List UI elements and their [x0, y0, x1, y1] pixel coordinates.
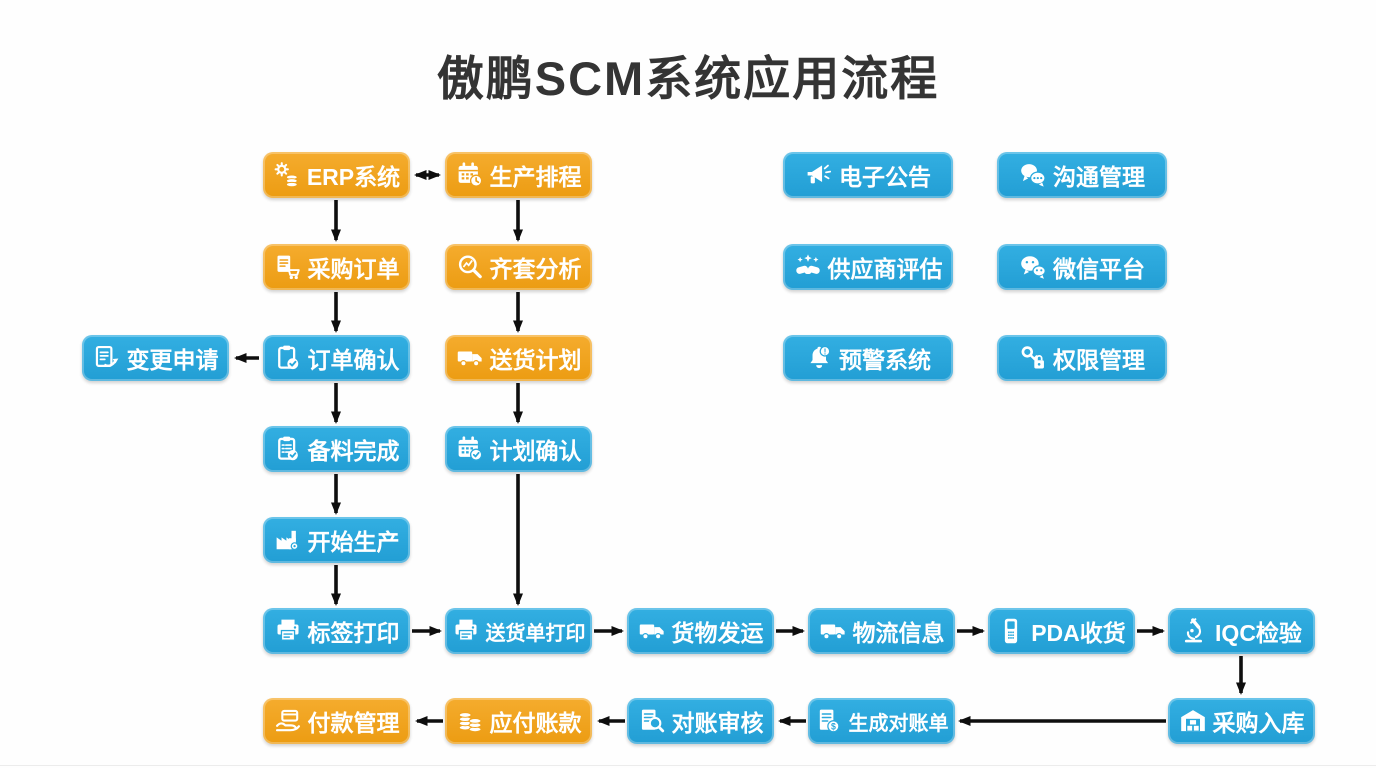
- node-label: 供应商评估: [827, 256, 943, 282]
- node-label: 变更申请: [126, 347, 219, 373]
- node-accounts-payable: 应付账款: [445, 698, 592, 744]
- node-erp-system: ERP系统: [263, 152, 410, 198]
- node-delivery-plan: 送货计划: [445, 335, 592, 381]
- node-label: PDA收货: [1031, 620, 1126, 646]
- calendar-clock-icon: [456, 161, 484, 189]
- handheld-scanner-icon: [997, 617, 1025, 645]
- node-label: 计划确认: [489, 438, 582, 464]
- node-label: 货物发运: [671, 620, 764, 646]
- node-kit-analysis: 齐套分析: [445, 244, 592, 290]
- page-title: 傲鹏SCM系统应用流程: [436, 52, 940, 105]
- node-label: 备料完成: [307, 438, 400, 464]
- node-label: 订单确认: [307, 347, 400, 373]
- node-label: 预警系统: [839, 347, 931, 373]
- node-label: 采购入库: [1212, 710, 1305, 736]
- factory-gear-icon: [274, 526, 302, 554]
- hand-card-icon: [274, 707, 302, 735]
- node-payment-management: 付款管理: [263, 698, 410, 744]
- microscope-icon: [1181, 617, 1209, 645]
- node-supplier-evaluation: 供应商评估: [783, 244, 953, 290]
- node-label: 付款管理: [307, 710, 400, 736]
- gears-database-icon: [273, 161, 301, 189]
- node-logistics-info: 物流信息: [808, 608, 955, 654]
- printer-icon: [274, 617, 302, 645]
- truck-icon: [638, 617, 666, 645]
- node-label: 标签打印: [307, 620, 400, 646]
- node-change-request: 变更申请: [82, 335, 229, 381]
- node-wechat-platform: 微信平台: [997, 244, 1167, 290]
- warehouse-icon: [1179, 707, 1207, 735]
- node-label-printing: 标签打印: [263, 608, 410, 654]
- key-lock-icon: [1019, 344, 1047, 372]
- node-label: 齐套分析: [489, 256, 582, 282]
- node-label: ERP系统: [306, 164, 401, 190]
- node-label: 生成对账单: [848, 712, 949, 735]
- node-goods-dispatch: 货物发运: [627, 608, 774, 654]
- truck-icon: [456, 344, 484, 372]
- document-cart-icon: [274, 253, 302, 281]
- node-order-confirmation: 订单确认: [263, 335, 410, 381]
- node-iqc-inspection: IQC检验: [1168, 608, 1315, 654]
- node-permission-mgmt: 权限管理: [997, 335, 1167, 381]
- calendar-check-icon: [456, 435, 484, 463]
- node-pda-receiving: PDA收货: [988, 608, 1135, 654]
- node-label: 采购订单: [307, 256, 400, 282]
- bell-alert-icon: [805, 344, 833, 372]
- node-statement-generation: 生成对账单: [808, 698, 955, 744]
- coin-stack-icon: [456, 707, 484, 735]
- node-delivery-note-printing: 送货单打印: [445, 608, 592, 654]
- node-material-ready: 备料完成: [263, 426, 410, 472]
- checklist-check-icon: [274, 435, 302, 463]
- clipboard-check-icon: [274, 344, 302, 372]
- chart-magnifier-icon: [456, 253, 484, 281]
- document-magnifier-icon: [638, 707, 666, 735]
- printer-icon: [452, 617, 480, 645]
- node-reconciliation-audit: 对账审核: [627, 698, 774, 744]
- node-label: IQC检验: [1215, 620, 1302, 646]
- node-label: 微信平台: [1053, 256, 1145, 282]
- node-label: 物流信息: [852, 620, 945, 646]
- truck-icon: [819, 617, 847, 645]
- document-dollar-icon: [815, 707, 843, 735]
- node-label: 开始生产: [307, 529, 400, 555]
- node-label: 送货计划: [489, 347, 582, 373]
- node-label: 权限管理: [1053, 347, 1145, 373]
- chat-bubbles-icon: [1019, 161, 1047, 189]
- handshake-stars-icon: [794, 253, 822, 281]
- node-purchase-order: 采购订单: [263, 244, 410, 290]
- node-e-announcement: 电子公告: [783, 152, 953, 198]
- node-label: 生产排程: [489, 164, 582, 190]
- node-purchase-inbound: 采购入库: [1168, 698, 1315, 744]
- document-arrow-icon: [93, 344, 121, 372]
- node-plan-confirmation: 计划确认: [445, 426, 592, 472]
- node-label: 沟通管理: [1053, 164, 1145, 190]
- node-label: 电子公告: [839, 164, 931, 190]
- wechat-icon: [1019, 253, 1047, 281]
- node-communication-mgmt: 沟通管理: [997, 152, 1167, 198]
- node-start-production: 开始生产: [263, 517, 410, 563]
- node-production-scheduling: 生产排程: [445, 152, 592, 198]
- megaphone-icon: [805, 161, 833, 189]
- bottom-scan-artifact: [0, 765, 1376, 766]
- node-label: 应付账款: [489, 710, 582, 736]
- node-alert-system: 预警系统: [783, 335, 953, 381]
- node-label: 送货单打印: [485, 622, 586, 645]
- node-label: 对账审核: [671, 710, 764, 736]
